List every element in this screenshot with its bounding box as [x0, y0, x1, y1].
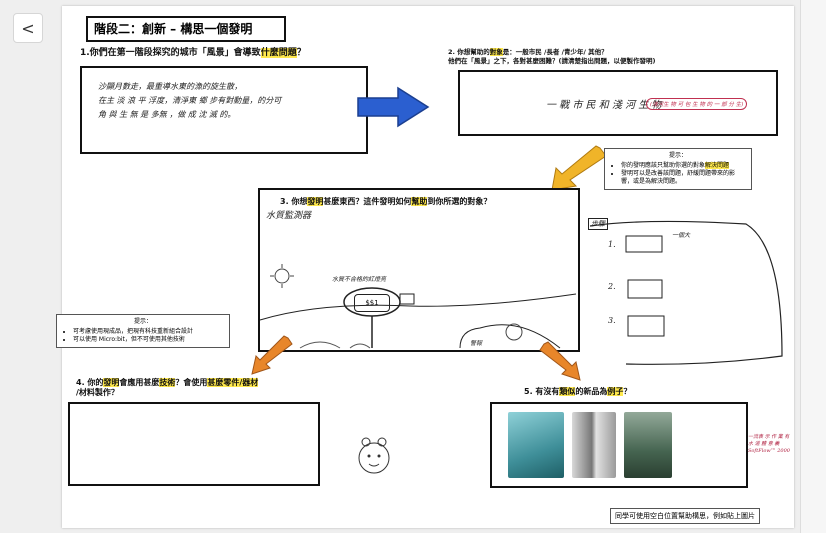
question-5-example-box[interactable]: [490, 402, 748, 488]
question-5-label: 5. 有沒有類似的新品為例子？: [524, 387, 632, 396]
question-2-answer-note: (淺河生 物 可 包 生 物 的 一 部 分 生): [646, 98, 748, 110]
example-photo-1: [508, 412, 564, 478]
orange-arrow-right-icon: [539, 341, 581, 381]
question-1-answer-box[interactable]: 沙顯月數走，最重導水東的漁的旋生散， 在主 淡 浪 平 浮度，清淨東 鄉 步有對…: [80, 66, 368, 154]
steps-label: 步驟: [588, 218, 608, 230]
hint-box-2: 提示： 可考慮使用現成品，把現有科技重新組合設計 可以使用 Micro:bit，…: [56, 314, 230, 348]
steps-outline: [589, 220, 783, 365]
step-1: 1.: [608, 240, 616, 249]
gold-arrow-icon: [551, 145, 607, 191]
question-2-answer-box[interactable]: 一 戰 市 民 和 淺 河 生 物 (淺河生 物 可 包 生 物 的 一 部 分…: [458, 70, 778, 136]
drawing-annotation-alarm: 警報: [470, 340, 483, 347]
girl-doodle-icon: [358, 437, 390, 474]
question-1-label: 1.你們在第一階段探究的城市「風景」會導致什麼問題？: [80, 48, 306, 58]
orange-arrow-left-icon: [251, 335, 293, 375]
question-4-label: 4. 你的發明會應用甚麼技術？會使用甚麼零件/器材 /材料製作？: [76, 378, 259, 397]
steps-sketch: 步驟 1. 2. 3. 一個大: [586, 216, 786, 366]
question-1-answer: 沙顯月數走，最重導水東的漁的旋生散， 在主 淡 浪 平 浮度，清淨東 鄉 步有對…: [98, 82, 282, 119]
question-2-label: 2. 你想幫助的對象是：一般市民 /長者 /青少年/ 其他？ 他們在「風景」之下…: [448, 48, 656, 65]
page-title: 階段二：創新 – 構思一個發明: [86, 16, 286, 42]
question-4-answer-box[interactable]: [68, 402, 320, 486]
question-5-side-note: 一流表 示 作 業 有 水 道 體 意 義 SoftFlow™ 2000: [748, 434, 790, 454]
invention-sketch: [259, 264, 577, 349]
drawing-annotation-red-light: 水質不合格的紅燈亮: [332, 276, 387, 283]
chevron-left-icon: <: [21, 18, 35, 38]
drawing-title: 水質監測器: [266, 211, 312, 221]
hint-box-1: 提示： 你的發明應該只幫助你選的對象解決問題 發明可以是改善該問題，舒緩問題帶來…: [604, 148, 752, 190]
step-3: 3.: [608, 316, 616, 325]
example-photo-3: [624, 412, 672, 478]
step-2: 2.: [608, 282, 616, 291]
back-button[interactable]: <: [13, 13, 43, 43]
step-note: 一個大: [672, 232, 691, 239]
question-2-answer: 一 戰 市 民 和 淺 河 生 物: [546, 100, 662, 111]
sensor-box: $$1: [354, 294, 390, 312]
question-3-drawing-box[interactable]: 3. 你想發明甚麼東西？這件發明如何幫助到你所選的對象？ 水質監測器 水質不合格…: [258, 188, 580, 352]
scrollbar-track[interactable]: [800, 0, 826, 533]
question-5-caption: 同學可使用空白位置幫助構思，例如貼上圖片: [610, 508, 760, 524]
worksheet-slide: 階段二：創新 – 構思一個發明 1.你們在第一階段探究的城市「風景」會導致什麼問…: [56, 6, 794, 528]
blue-arrow-icon: [357, 86, 430, 128]
question-3-label: 3. 你想發明甚麼東西？這件發明如何幫助到你所選的對象？: [280, 197, 492, 206]
example-photo-2: [572, 412, 616, 478]
